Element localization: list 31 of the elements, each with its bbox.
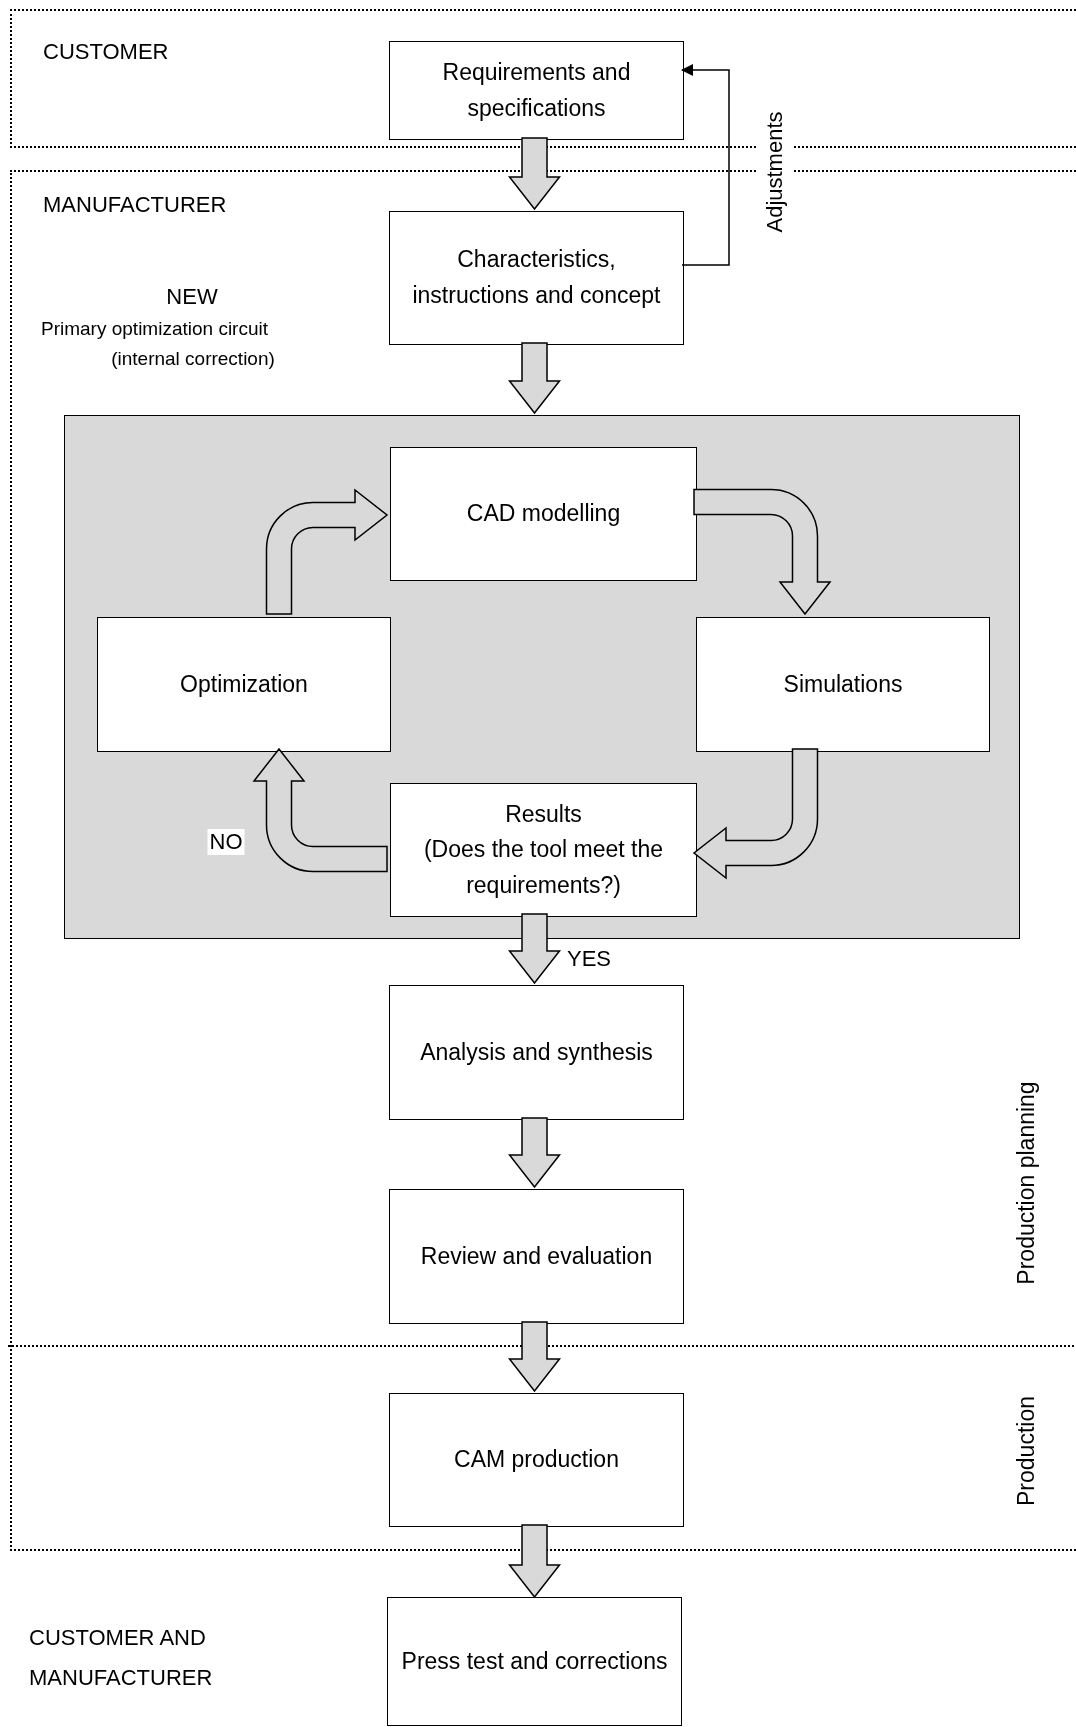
- block-arrow: [507, 1524, 562, 1599]
- block-arrow: [507, 913, 562, 985]
- block-arrow: [507, 1117, 562, 1189]
- side-label: Production planning: [1012, 1081, 1040, 1285]
- block-arrow: [253, 748, 388, 873]
- note-text: Primary optimization circuit: [41, 318, 268, 340]
- note-text: (internal correction): [111, 348, 275, 370]
- block-arrow: [507, 137, 562, 211]
- block-arrow: [507, 1321, 562, 1393]
- block-arrow: [693, 488, 831, 615]
- block-arrow: [265, 489, 388, 615]
- process-box: Analysis and synthesis: [389, 985, 684, 1120]
- process-box: Simulations: [696, 617, 990, 752]
- process-box: Press test and corrections: [387, 1597, 682, 1726]
- block-arrow: [507, 342, 562, 415]
- note-text: NEW: [166, 284, 218, 310]
- block-arrow: [693, 748, 819, 879]
- group-panel: [64, 415, 1020, 939]
- process-box: CAM production: [389, 1393, 684, 1527]
- process-box: Characteristics, instructions and concept: [389, 211, 684, 345]
- edge-label: NO: [207, 829, 245, 855]
- process-box: Results (Does the tool meet the requirements?): [390, 783, 697, 917]
- lane-title: CUSTOMER: [43, 39, 169, 65]
- lane-title: MANUFACTURER: [43, 192, 227, 218]
- process-box: CAD modelling: [390, 447, 697, 581]
- process-box: Review and evaluation: [389, 1189, 684, 1324]
- arrow: [681, 64, 730, 266]
- process-box: Optimization: [97, 617, 391, 752]
- lane-title: CUSTOMER AND MANUFACTURER: [29, 1624, 214, 1692]
- process-box: Requirements and specifications: [389, 41, 684, 140]
- side-label: Production: [1012, 1396, 1040, 1506]
